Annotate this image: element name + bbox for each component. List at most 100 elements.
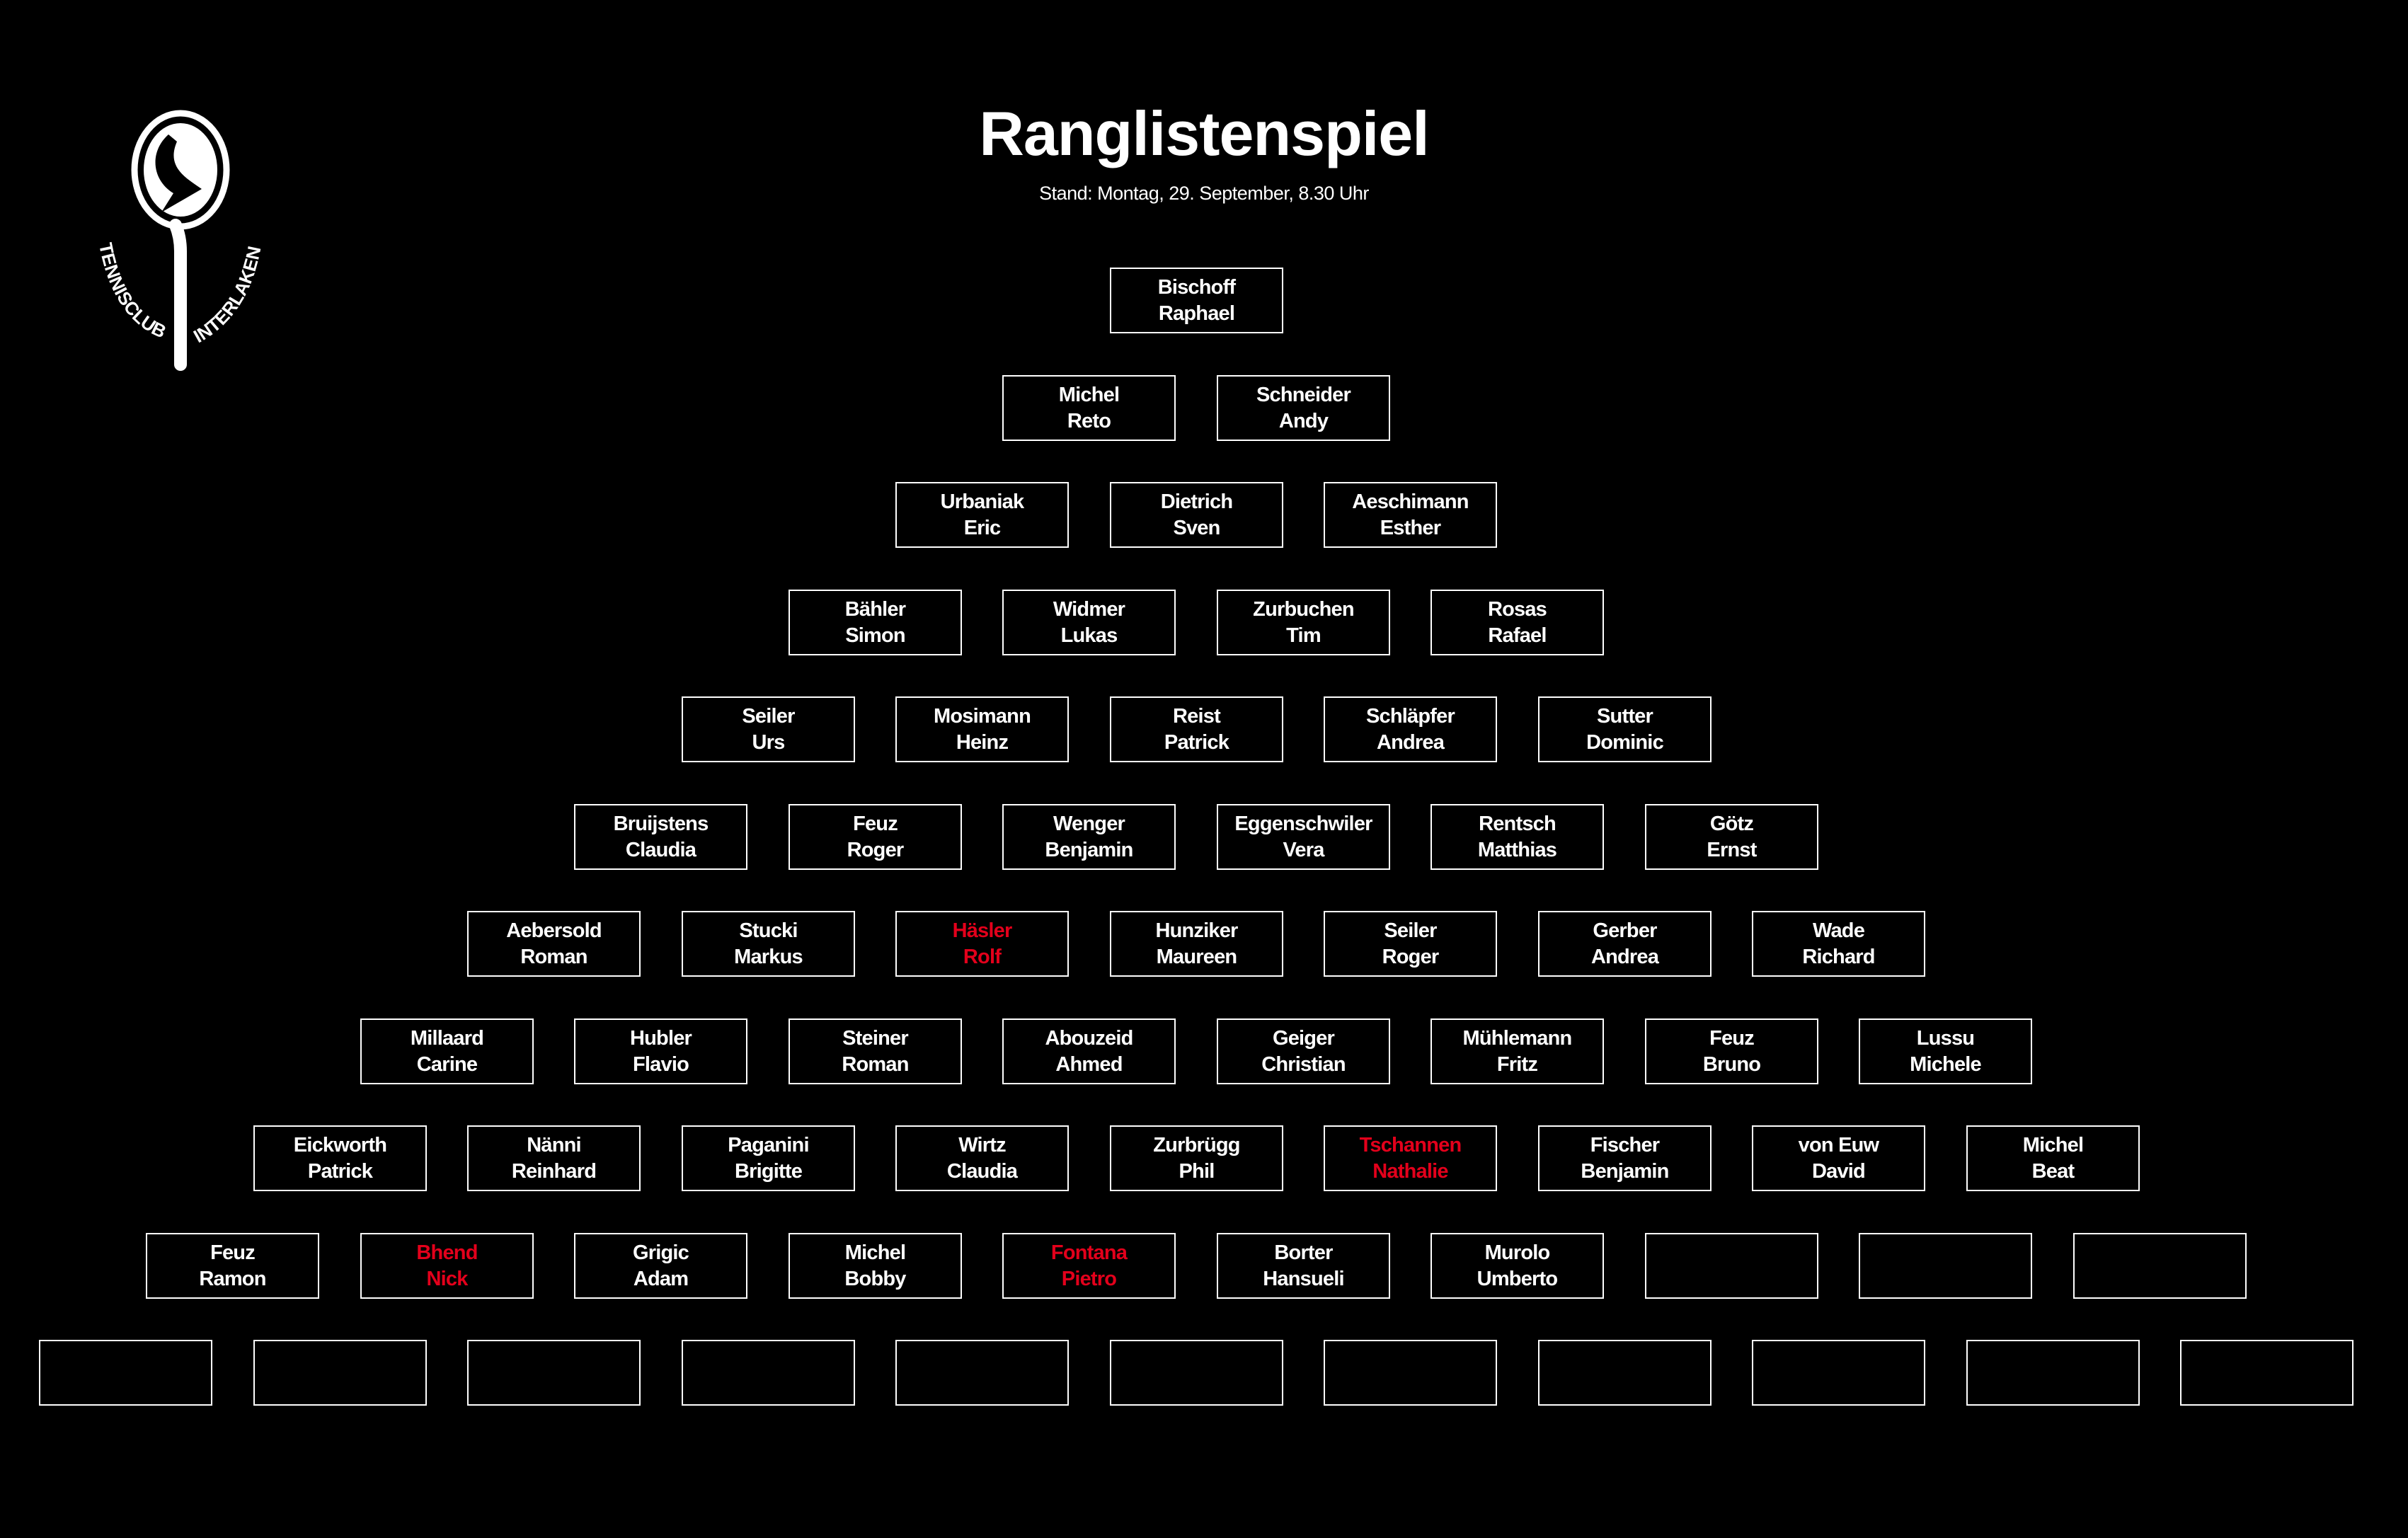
player-first-name: Hansueli [1263, 1267, 1344, 1290]
player-last-name: Gerber [1593, 919, 1657, 942]
empty-slot [1859, 1233, 2032, 1299]
player-last-name: Dietrich [1160, 490, 1233, 513]
player-last-name: Seiler [1384, 919, 1437, 942]
player-last-name: von Euw [1798, 1133, 1879, 1157]
player-first-name: Michele [1910, 1052, 1982, 1076]
player-last-name: Bischoff [1157, 275, 1236, 299]
empty-slot [1752, 1340, 1925, 1406]
player-first-name: Benjamin [1581, 1159, 1669, 1183]
player-first-name: Ahmed [1055, 1052, 1123, 1076]
player-last-name: Zurbrügg [1153, 1133, 1240, 1157]
player-first-name: Claudia [625, 838, 696, 861]
player-last-name: Widmer [1053, 597, 1125, 621]
player-first-name: Roman [520, 945, 587, 968]
player-first-name: Andy [1278, 409, 1329, 432]
player-last-name: Michel [2022, 1133, 2084, 1157]
player-first-name: Andrea [1590, 945, 1659, 968]
player-first-name: Bruno [1702, 1052, 1761, 1076]
player-last-name: Schläpfer [1366, 704, 1455, 728]
player-first-name: Raphael [1158, 302, 1235, 325]
player-last-name: Borter [1274, 1241, 1333, 1264]
tennisclub-interlaken-logo: TENNISCLUB INTERLAKEN [95, 110, 265, 371]
player-first-name: Carine [416, 1052, 478, 1076]
player-first-name: Urs [752, 730, 786, 754]
empty-slot [467, 1340, 641, 1406]
player-last-name: Michel [1058, 383, 1120, 406]
svg-text:TENNISCLUB: TENNISCLUB [95, 241, 169, 342]
empty-slot [682, 1340, 855, 1406]
empty-slot [1645, 1233, 1818, 1299]
player-last-name: Paganini [728, 1133, 809, 1157]
player-last-name: Götz [1709, 812, 1754, 835]
player-last-name: Feuz [210, 1241, 256, 1264]
player-last-name: Steiner [842, 1026, 909, 1050]
page-title: Ranglistenspiel [979, 98, 1429, 168]
player-last-name: Sutter [1597, 704, 1653, 728]
player-first-name: Umberto [1477, 1267, 1558, 1290]
player-last-name: Grigic [633, 1241, 689, 1264]
empty-slot [2180, 1340, 2353, 1406]
empty-slot [1324, 1340, 1497, 1406]
player-last-name: Seiler [742, 704, 795, 728]
player-last-name: Wirtz [958, 1133, 1006, 1157]
player-last-name: Aeschimann [1352, 490, 1469, 513]
player-first-name: Eric [963, 516, 1001, 539]
player-last-name: Nänni [527, 1133, 581, 1157]
player-first-name: Fritz [1496, 1052, 1538, 1076]
empty-slot [2073, 1233, 2247, 1299]
player-first-name: Nathalie [1372, 1159, 1448, 1183]
player-last-name: Urbaniak [940, 490, 1025, 513]
player-last-name: Reist [1173, 704, 1221, 728]
player-last-name: Rosas [1487, 597, 1547, 621]
player-first-name: Roger [1382, 945, 1440, 968]
player-first-name: Vera [1283, 838, 1324, 861]
player-first-name: Reinhard [511, 1159, 597, 1183]
player-first-name: David [1812, 1159, 1866, 1183]
player-last-name: Hunziker [1155, 919, 1238, 942]
player-first-name: Ramon [199, 1267, 266, 1290]
player-last-name: Hubler [629, 1026, 692, 1050]
player-last-name: Häsler [952, 919, 1013, 942]
player-first-name: Richard [1802, 945, 1875, 968]
player-first-name: Bobby [844, 1267, 906, 1290]
player-first-name: Beat [2031, 1159, 2075, 1183]
svg-text:INTERLAKEN: INTERLAKEN [190, 244, 265, 347]
player-first-name: Adam [633, 1267, 689, 1290]
player-last-name: Wenger [1053, 812, 1125, 835]
player-first-name: Patrick [307, 1159, 373, 1183]
player-first-name: Rolf [963, 945, 1002, 968]
player-first-name: Esther [1380, 516, 1441, 539]
player-first-name: Patrick [1164, 730, 1229, 754]
